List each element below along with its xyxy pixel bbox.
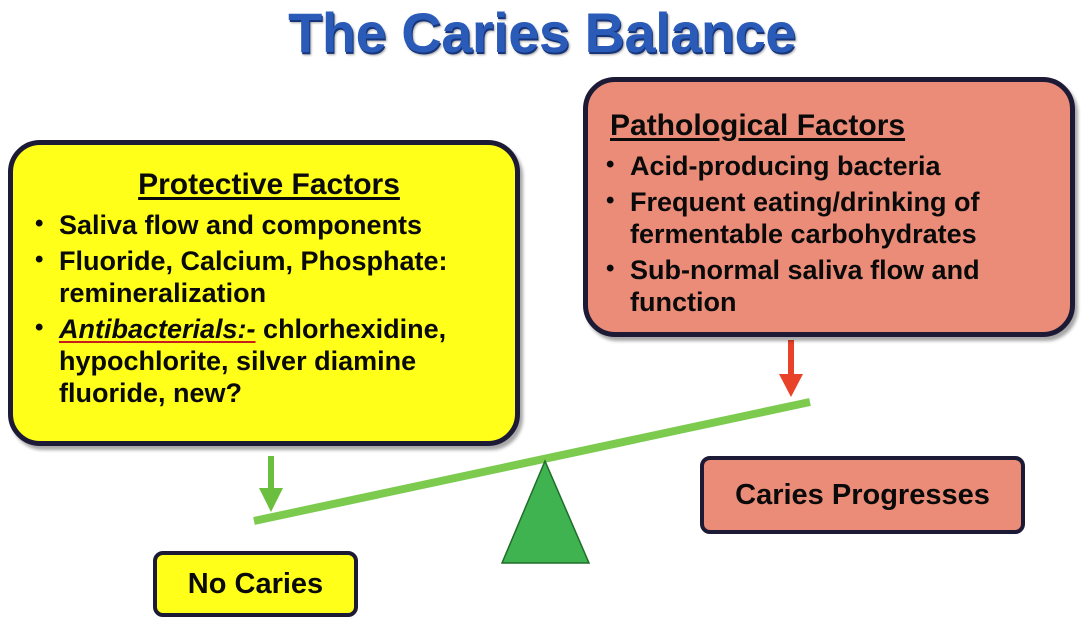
list-item-text: Acid-producing bacteria bbox=[630, 151, 941, 181]
fulcrum-triangle bbox=[500, 459, 591, 564]
pathological-factors-heading: Pathological Factors bbox=[610, 109, 906, 142]
list-item: • Frequent eating/drinking of fermentabl… bbox=[588, 186, 1070, 250]
diagram-title: The Caries Balance bbox=[288, 1, 796, 64]
list-item-text: chlorhexidine, hypochlorite, silver diam… bbox=[59, 314, 447, 408]
bullet-icon: • bbox=[606, 255, 615, 282]
list-item: • Acid-producing bacteria bbox=[588, 150, 1070, 182]
bullet-icon: • bbox=[606, 151, 615, 178]
protective-arrow-head bbox=[259, 488, 283, 512]
protective-factors-list: • Saliva flow and components • Fluoride,… bbox=[13, 209, 515, 409]
caries-progresses-label: Caries Progresses bbox=[700, 456, 1025, 534]
bullet-icon: • bbox=[606, 187, 615, 214]
list-item-text: Saliva flow and components bbox=[59, 210, 423, 240]
list-item: • Antibacterials:- chlorhexidine, hypoch… bbox=[13, 313, 515, 409]
list-item-text: Sub-normal saliva flow and function bbox=[630, 255, 980, 317]
bullet-icon: • bbox=[35, 210, 44, 237]
pathological-factors-list: • Acid-producing bacteria • Frequent eat… bbox=[588, 150, 1070, 318]
no-caries-label: No Caries bbox=[153, 551, 358, 617]
list-item: • Saliva flow and components bbox=[13, 209, 515, 241]
antibacterials-label: Antibacterials:- bbox=[59, 314, 256, 344]
list-item-text: Fluoride, Calcium, Phosphate: reminerali… bbox=[59, 246, 448, 308]
bullet-icon: • bbox=[35, 246, 44, 273]
protective-factors-heading: Protective Factors bbox=[138, 168, 400, 201]
pathological-factors-box: Pathological Factors • Acid-producing ba… bbox=[583, 77, 1075, 337]
list-item: • Sub-normal saliva flow and function bbox=[588, 254, 1070, 318]
balance-beam bbox=[253, 398, 811, 525]
list-item-text: Frequent eating/drinking of fermentable … bbox=[630, 187, 980, 249]
protective-factors-box: Protective Factors • Saliva flow and com… bbox=[8, 140, 520, 446]
pathological-arrow-head bbox=[779, 374, 803, 397]
bullet-icon: • bbox=[35, 314, 44, 341]
list-item: • Fluoride, Calcium, Phosphate: reminera… bbox=[13, 245, 515, 309]
